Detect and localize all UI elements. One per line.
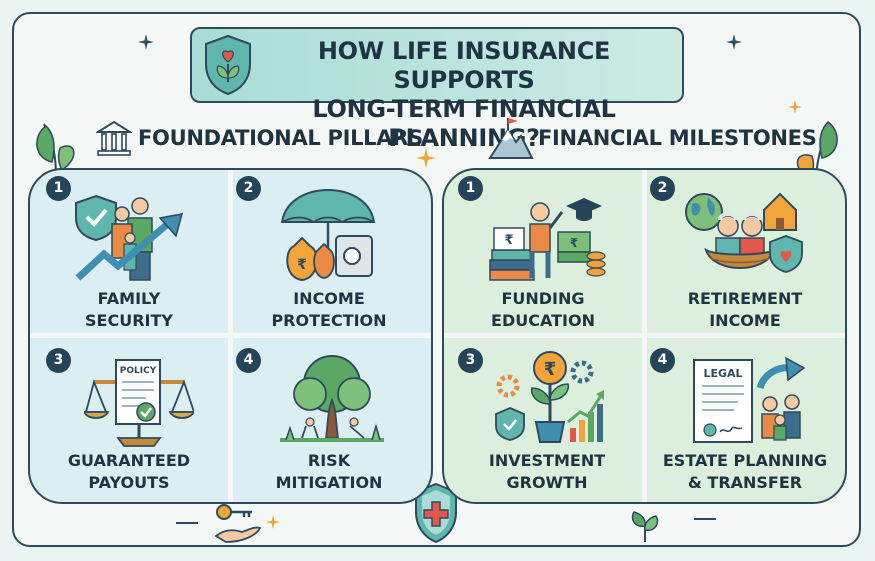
card-label-line: INCOME — [293, 289, 365, 308]
income-protection-icon: ₹ — [280, 188, 376, 282]
bank-pillars-icon — [96, 120, 132, 156]
family-security-icon — [75, 194, 184, 281]
card-label-estate-planning: ESTATE PLANNING & TRANSFER — [650, 450, 840, 494]
card-label-line: FAMILY — [97, 289, 161, 308]
dash-mark — [176, 522, 198, 524]
funding-education-icon: ₹ ₹ — [489, 198, 606, 281]
section-title-foundational-pillars: FOUNDATIONAL PILLARS — [138, 126, 423, 150]
panel-divider — [444, 333, 845, 338]
key-in-hand-icon — [214, 504, 262, 543]
rupee-symbol: ₹ — [504, 233, 513, 248]
title-line-1: HOW LIFE INSURANCE SUPPORTS — [317, 37, 611, 94]
sprout-icon — [631, 511, 659, 542]
card-label-line: FUNDING — [501, 289, 585, 308]
title-banner: HOW LIFE INSURANCE SUPPORTS LONG-TERM FI… — [190, 27, 684, 152]
card-label-line: PAYOUTS — [88, 473, 170, 492]
policy-label: POLICY — [120, 366, 157, 376]
title-line-2: LONG-TERM FINANCIAL PLANNING? — [312, 95, 616, 152]
card-label-guaranteed-payouts: GUARANTEED PAYOUTS — [34, 450, 224, 494]
rupee-symbol: ₹ — [570, 236, 578, 250]
card-number-badge: 2 — [236, 176, 261, 201]
sparkle-icon — [138, 34, 154, 50]
card-label-line: & TRANSFER — [687, 473, 803, 492]
shield-heart-icon — [205, 34, 251, 96]
card-label-line: GUARANTEED — [67, 451, 191, 470]
card-label-line: RETIREMENT — [687, 289, 803, 308]
card-number-badge: 4 — [236, 348, 261, 373]
risk-mitigation-icon — [280, 355, 384, 442]
estate-planning-icon: LEGAL — [693, 356, 806, 443]
card-label-income-protection: INCOME PROTECTION — [234, 288, 424, 332]
card-label-line: PROTECTION — [271, 311, 387, 330]
card-label-investment-growth: INVESTMENT GROWTH — [452, 450, 642, 494]
card-number-badge: 3 — [458, 348, 483, 373]
page-title: HOW LIFE INSURANCE SUPPORTS LONG-TERM FI… — [256, 37, 672, 153]
sparkle-icon — [266, 515, 280, 529]
card-number-badge: 3 — [46, 348, 71, 373]
sparkle-icon — [788, 100, 802, 114]
mountain-flag-icon — [488, 118, 534, 159]
card-number-badge: 1 — [458, 176, 483, 201]
card-label-line: MITIGATION — [275, 473, 383, 492]
card-label-family-security: FAMILY SECURITY — [34, 288, 224, 332]
rupee-symbol: ₹ — [544, 359, 557, 380]
panel-divider — [30, 333, 431, 338]
card-label-funding-education: FUNDING EDUCATION — [448, 288, 638, 332]
guaranteed-payouts-icon: POLICY — [84, 359, 194, 447]
card-label-risk-mitigation: RISK MITIGATION — [234, 450, 424, 494]
card-label-line: SECURITY — [85, 311, 173, 330]
card-label-line: ESTATE PLANNING — [662, 451, 828, 470]
card-number-badge: 1 — [46, 176, 71, 201]
section-title-financial-milestones: FINANCIAL MILESTONES — [538, 126, 817, 150]
card-label-line: INCOME — [709, 311, 781, 330]
sparkle-icon — [726, 34, 742, 50]
investment-growth-icon: ₹ — [495, 351, 604, 443]
card-label-line: EDUCATION — [491, 311, 595, 330]
card-number-badge: 2 — [650, 176, 675, 201]
dash-mark — [694, 518, 716, 520]
rupee-symbol: ₹ — [297, 257, 307, 273]
card-label-retirement-income: RETIREMENT INCOME — [650, 288, 840, 332]
medical-shield-icon — [415, 482, 457, 544]
card-label-line: RISK — [307, 451, 351, 470]
card-number-badge: 4 — [650, 348, 675, 373]
card-label-line: INVESTMENT — [488, 451, 606, 470]
legal-label: LEGAL — [703, 367, 742, 380]
sparkle-icon — [416, 148, 436, 168]
retirement-income-icon — [685, 192, 803, 273]
card-label-line: GROWTH — [506, 473, 588, 492]
